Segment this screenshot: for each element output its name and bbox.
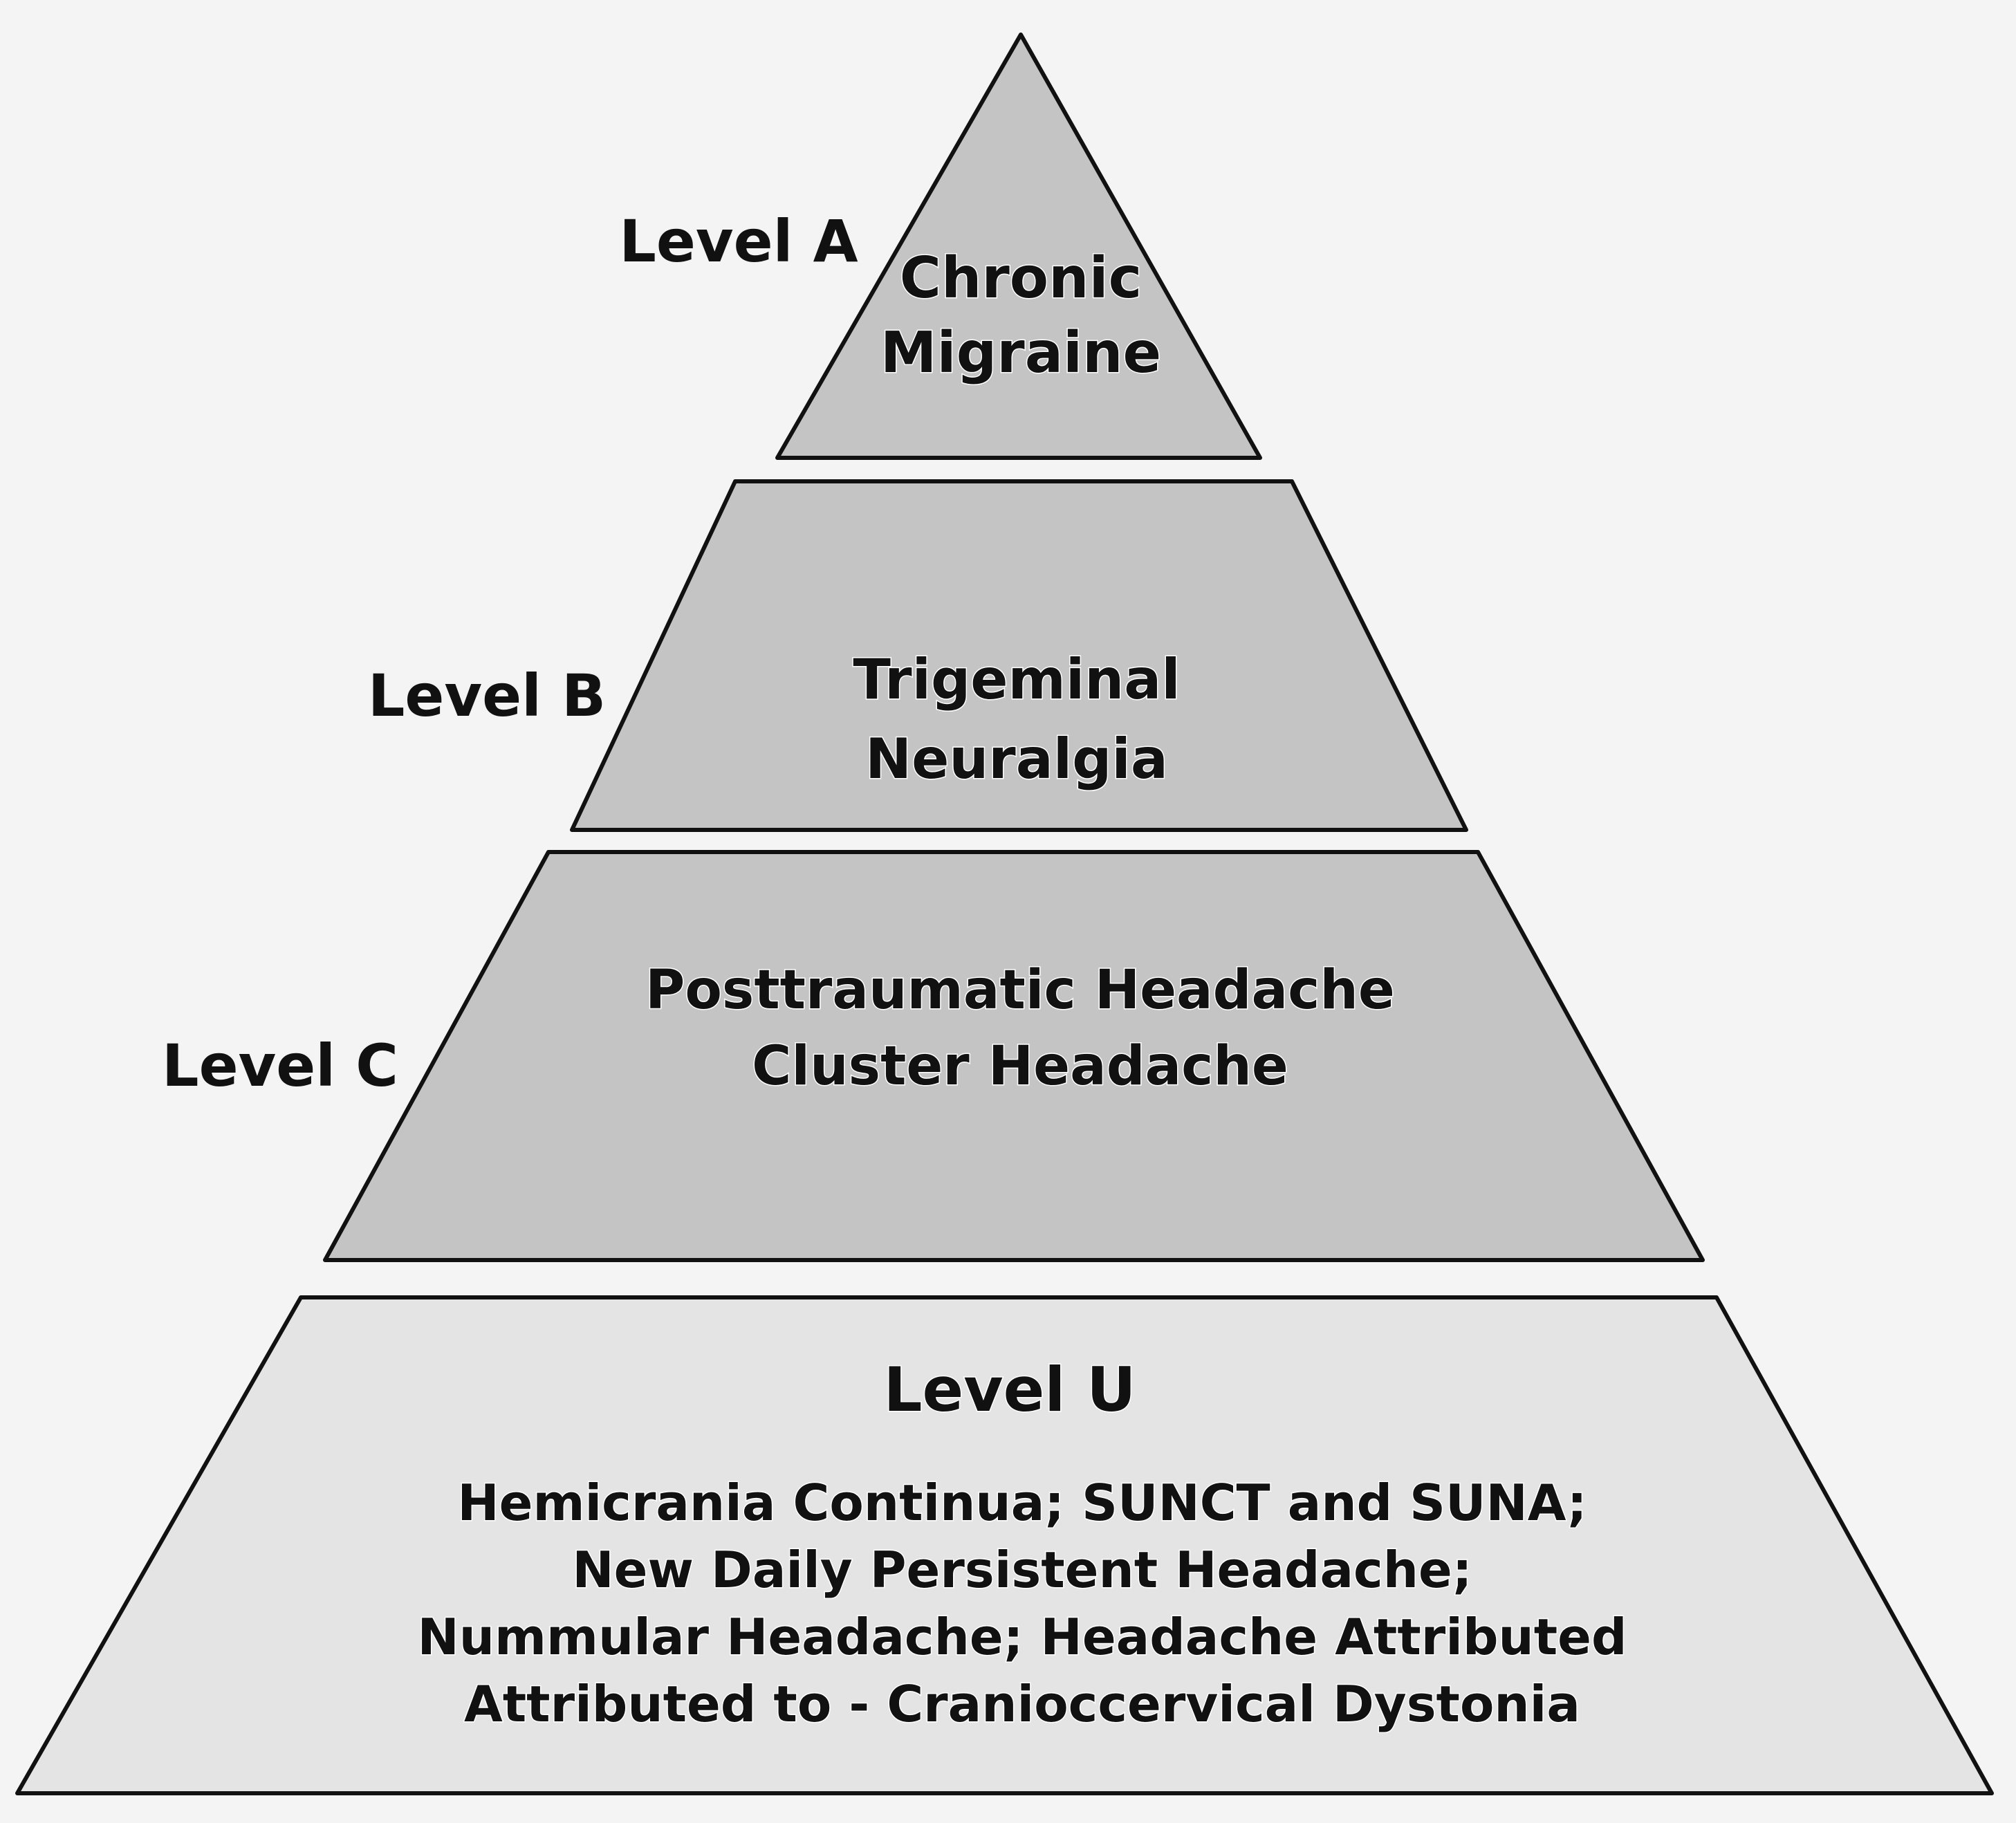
tier-c-line-1: Posttraumatic Headache (645, 959, 1395, 1021)
pyramid-tier-level-u (15, 1295, 1994, 1795)
level-u-line-1: Hemicrania Continua; SUNCT and SUNA; (457, 1474, 1587, 1532)
level-u-line-4: Attributed to - Cranioccervical Dystonia (464, 1675, 1580, 1733)
pyramid-tier-level-b (570, 479, 1468, 832)
tier-b-line-1: Trigeminal (853, 647, 1180, 712)
pyramid-tier-level-a (775, 33, 1262, 460)
level-b-label: Level B (368, 662, 606, 730)
tier-a-line-1: Chronic (900, 246, 1142, 311)
level-u-label: Level U (883, 1354, 1136, 1425)
pyramid-tier-level-c (323, 850, 1705, 1262)
level-a-label: Level A (619, 207, 858, 275)
level-u-line-2: New Daily Persistent Headache; (572, 1541, 1472, 1599)
tier-a-line-2: Migraine (880, 320, 1161, 386)
level-c-label: Level C (162, 1032, 398, 1100)
level-u-line-3: Nummular Headache; Headache Attributed (417, 1608, 1627, 1666)
tier-b-line-2: Neuralgia (865, 727, 1168, 791)
tier-c-line-2: Cluster Headache (752, 1035, 1288, 1098)
